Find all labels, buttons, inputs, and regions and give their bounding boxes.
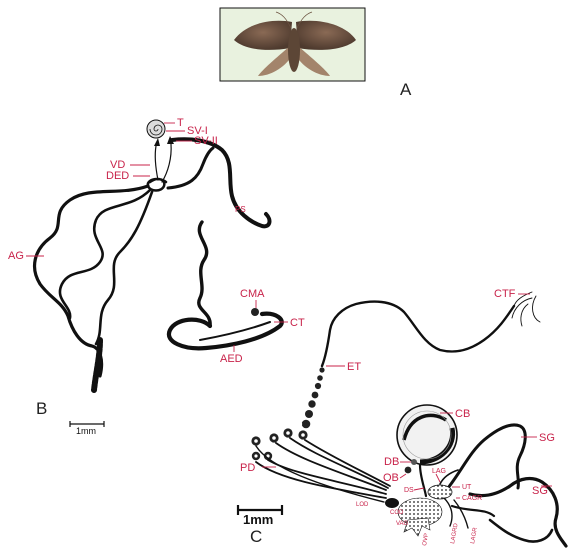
label-ut: UT [462,484,472,491]
label-cagr: CAGR [462,495,482,502]
label-ds: DS [404,487,414,494]
label-pd: PD [240,462,255,474]
label-db: DB [384,456,399,468]
label-sg-upper: SG [539,432,555,444]
spermathecal-gland-1 [448,425,525,488]
label-cma: CMA [240,288,265,300]
label-t: T [177,117,184,129]
ctf-filaments [512,292,540,326]
label-sv2: SV-II [194,135,218,147]
label-aed: AED [220,353,243,365]
scale-label-b: 1mm [76,426,96,436]
moth-photo [220,8,365,81]
scale-label-c: 1mm [243,512,273,527]
ded-coil [148,179,166,190]
label-cod: COD [390,510,404,516]
corpus-bursae [397,405,457,465]
label-ctf: CTF [494,288,516,300]
label-ag: AG [8,250,24,262]
black-duct [168,148,213,188]
female-reproductive-diagram [251,292,566,546]
label-sg-lower: SG [532,485,548,497]
label-vag: VAG [396,521,409,527]
label-ct: CT [290,317,305,329]
panel-letter-b: B [36,399,47,418]
ductus-bursae [420,465,426,496]
scale-bar-b: 1mm [70,421,104,436]
panel-letter-c: C [250,527,262,546]
label-ps: PS [235,205,246,214]
scale-bar-c: 1mm [238,505,282,527]
label-ob: OB [383,472,399,484]
label-ovp: OVP [422,533,430,547]
male-reproductive-diagram [35,120,282,390]
label-et: ET [347,361,361,373]
cma-knot [251,308,259,316]
lagrd-duct [444,498,452,526]
label-lagr: LAGR [470,527,479,545]
accessory-gland-tube [35,186,148,376]
ob-knob [405,467,412,474]
egg-tube-upper [322,302,514,366]
label-ded: DED [106,170,129,182]
panel-letter-a: A [400,80,412,99]
label-lod: LOD [356,502,369,508]
seminal-vesicle-1 [154,138,160,146]
utriculus [428,485,452,499]
label-lagrd: LAGRD [450,522,460,544]
label-lag: LAG [432,468,446,475]
db-knob [411,459,417,465]
label-cb: CB [455,408,470,420]
common-oviduct [385,498,399,508]
